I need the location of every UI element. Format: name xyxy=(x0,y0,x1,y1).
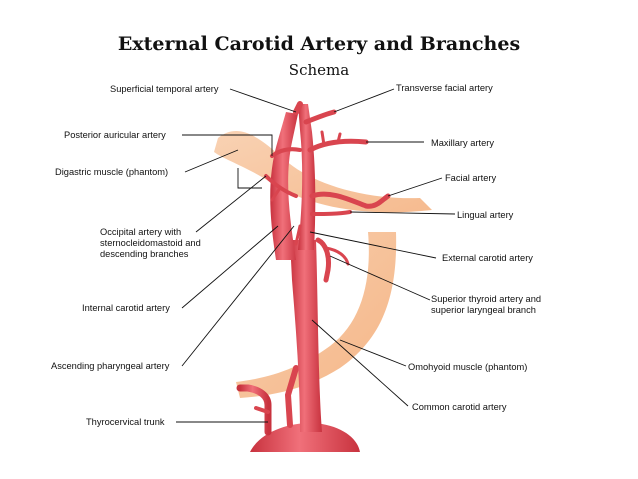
label-occipital-2: sternocleidomastoid and xyxy=(100,238,201,248)
occipital-artery xyxy=(264,174,298,202)
transverse-facial-artery xyxy=(303,109,337,125)
label-superior-thyroid-2: superior laryngeal branch xyxy=(431,305,536,315)
label-facial: Facial artery xyxy=(445,173,496,183)
label-external-carotid: External carotid artery xyxy=(442,253,533,263)
label-common-carotid: Common carotid artery xyxy=(412,402,507,412)
facial-artery xyxy=(309,191,391,209)
ascending-pharyngeal-artery xyxy=(294,224,302,246)
posterior-auricular-artery xyxy=(270,147,302,158)
label-omohyoid: Omohyoid muscle (phantom) xyxy=(408,362,527,372)
label-superficial-temporal: Superficial temporal artery xyxy=(110,84,219,94)
label-posterior-auricular: Posterior auricular artery xyxy=(64,130,166,140)
maxillary-artery xyxy=(307,130,369,153)
label-thyrocervical: Thyrocervical trunk xyxy=(86,417,165,427)
label-maxillary: Maxillary artery xyxy=(431,138,494,148)
label-superior-thyroid-1: Superior thyroid artery and xyxy=(431,294,541,304)
label-occipital-3: descending branches xyxy=(100,249,189,259)
label-occipital-1: Occipital artery with xyxy=(100,227,181,237)
aortic-arch xyxy=(250,423,360,452)
thyrocervical-trunk xyxy=(236,365,299,436)
diagram-subtitle: Schema xyxy=(288,61,350,79)
digastric-muscle xyxy=(214,130,432,213)
superficial-temporal-artery xyxy=(293,101,303,115)
label-ascending-pharyngeal: Ascending pharyngeal artery xyxy=(51,361,170,371)
label-digastric: Digastric muscle (phantom) xyxy=(55,167,168,177)
label-transverse-facial: Transverse facial artery xyxy=(396,83,493,93)
internal-carotid-artery xyxy=(270,112,298,260)
label-internal-carotid: Internal carotid artery xyxy=(82,303,170,313)
bracket-line xyxy=(237,168,262,189)
label-lingual: Lingual artery xyxy=(457,210,514,220)
common-carotid-artery xyxy=(290,240,322,432)
superior-thyroid-artery xyxy=(315,237,350,283)
diagram-title: External Carotid Artery and Branches xyxy=(117,33,521,55)
lingual-artery xyxy=(310,210,352,216)
leader-lines xyxy=(176,88,456,423)
